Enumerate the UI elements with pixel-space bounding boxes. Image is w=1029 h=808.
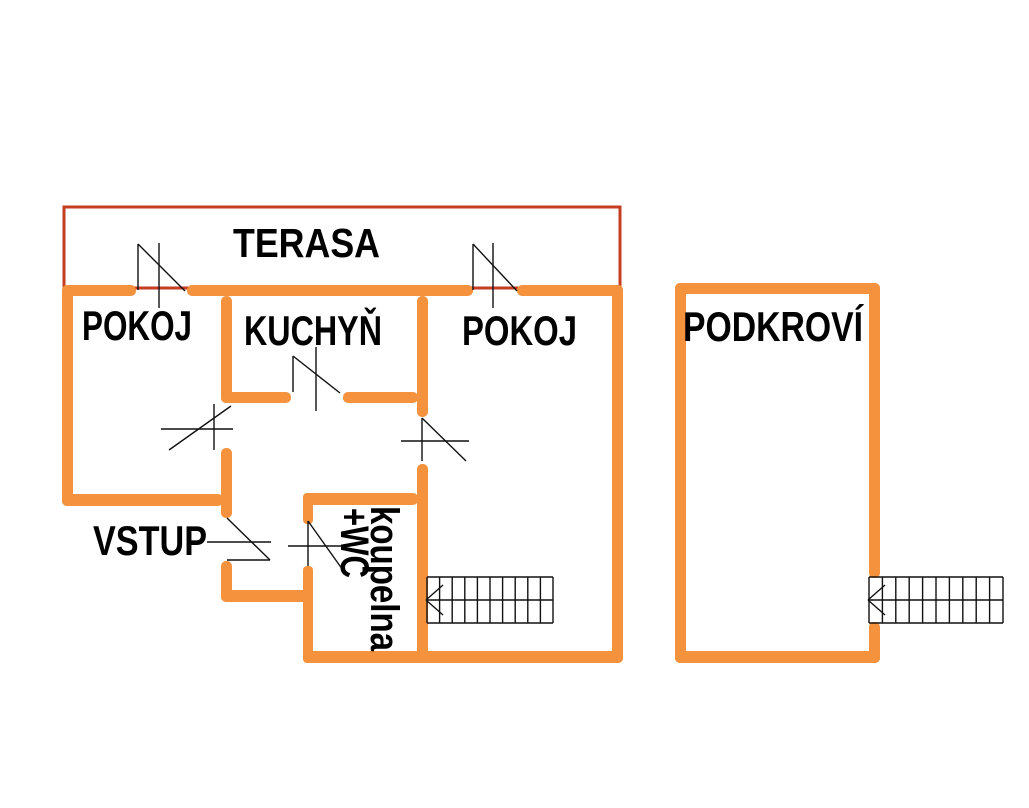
attic-wall-left xyxy=(675,283,686,663)
ground-floor-walls xyxy=(62,285,623,663)
door-symbol-hall-room-left xyxy=(161,404,233,451)
wall-bathroom-top xyxy=(303,493,418,505)
attic-wall-right-upper xyxy=(869,283,880,578)
attic-wall-right-lower xyxy=(869,622,880,663)
door-symbol-kitchen xyxy=(292,347,341,411)
label-room-left: POKOJ xyxy=(82,302,192,349)
attic-wall-bottom xyxy=(675,651,880,663)
wall-left xyxy=(62,285,73,506)
attic-walls xyxy=(675,283,880,663)
wall-bathroom-left-lower xyxy=(303,566,313,663)
wall-kitchen-bottom-a xyxy=(221,392,291,403)
door-symbol-hall-room-right xyxy=(401,417,469,462)
door-symbol-terrace-room-right xyxy=(472,243,518,308)
label-bathroom-line1: koupelna xyxy=(362,506,406,652)
attic-wall-top xyxy=(675,283,880,294)
door-symbol-bathroom xyxy=(288,520,347,574)
door-symbol-entrance xyxy=(207,517,271,561)
wall-roomleft-bottom xyxy=(62,494,223,506)
staircase-attic xyxy=(867,576,1004,624)
wall-top-middle xyxy=(187,285,473,296)
wall-top-left xyxy=(62,285,136,296)
staircase-ground xyxy=(425,576,554,624)
label-kitchen: KUCHYŇ xyxy=(244,306,382,354)
label-entrance: VSTUP xyxy=(93,517,207,564)
wall-house-bottom xyxy=(303,651,623,663)
wall-divider-upper xyxy=(417,296,428,417)
wall-hall-left-upper xyxy=(221,448,232,518)
wall-top-right xyxy=(517,285,623,296)
wall-kitchen-left xyxy=(221,296,232,403)
wall-hall-bottom xyxy=(221,590,313,602)
label-attic: PODKROVÍ xyxy=(683,303,864,350)
label-terrace: TERASA xyxy=(233,220,380,266)
label-bathroom-line2: +WC xyxy=(332,508,376,578)
label-room-right: POKOJ xyxy=(462,307,577,354)
wall-right xyxy=(612,285,623,663)
wall-kitchen-bottom-b xyxy=(343,392,418,403)
wall-bathroom-left-stub xyxy=(303,493,313,524)
wall-divider-lower xyxy=(417,464,428,657)
door-symbol-terrace-room-left xyxy=(137,243,186,308)
